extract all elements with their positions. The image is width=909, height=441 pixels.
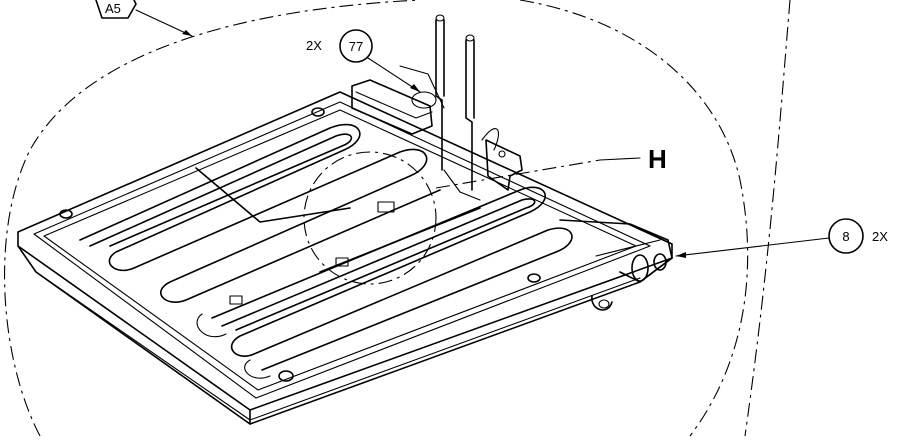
leader-arrow xyxy=(182,30,192,36)
callout-77-number: 77 xyxy=(349,39,363,54)
callout-8-qty: 2X xyxy=(872,229,888,244)
assembly-boundary-right xyxy=(744,0,791,437)
heating-element xyxy=(79,123,573,379)
mounting-tab xyxy=(485,139,523,191)
leader-arrow xyxy=(410,84,420,92)
assembly-boundary-outline xyxy=(3,0,749,437)
callout-8: 8 2X xyxy=(675,218,888,258)
detail-circle-h xyxy=(303,151,437,285)
leader-arrow xyxy=(676,252,686,258)
callout-77-qty: 2X xyxy=(306,38,322,53)
temperature-probes xyxy=(435,14,499,201)
callout-8-number: 8 xyxy=(842,229,849,244)
callout-77: 2X 77 xyxy=(306,29,421,93)
thermostat-housing xyxy=(351,65,445,135)
detail-h-leader xyxy=(435,159,601,189)
detail-label-h: H xyxy=(648,144,667,174)
heater-tray xyxy=(17,91,673,425)
view-tag-label: A5 xyxy=(105,1,121,16)
view-tag-a5: A5 xyxy=(95,0,193,37)
